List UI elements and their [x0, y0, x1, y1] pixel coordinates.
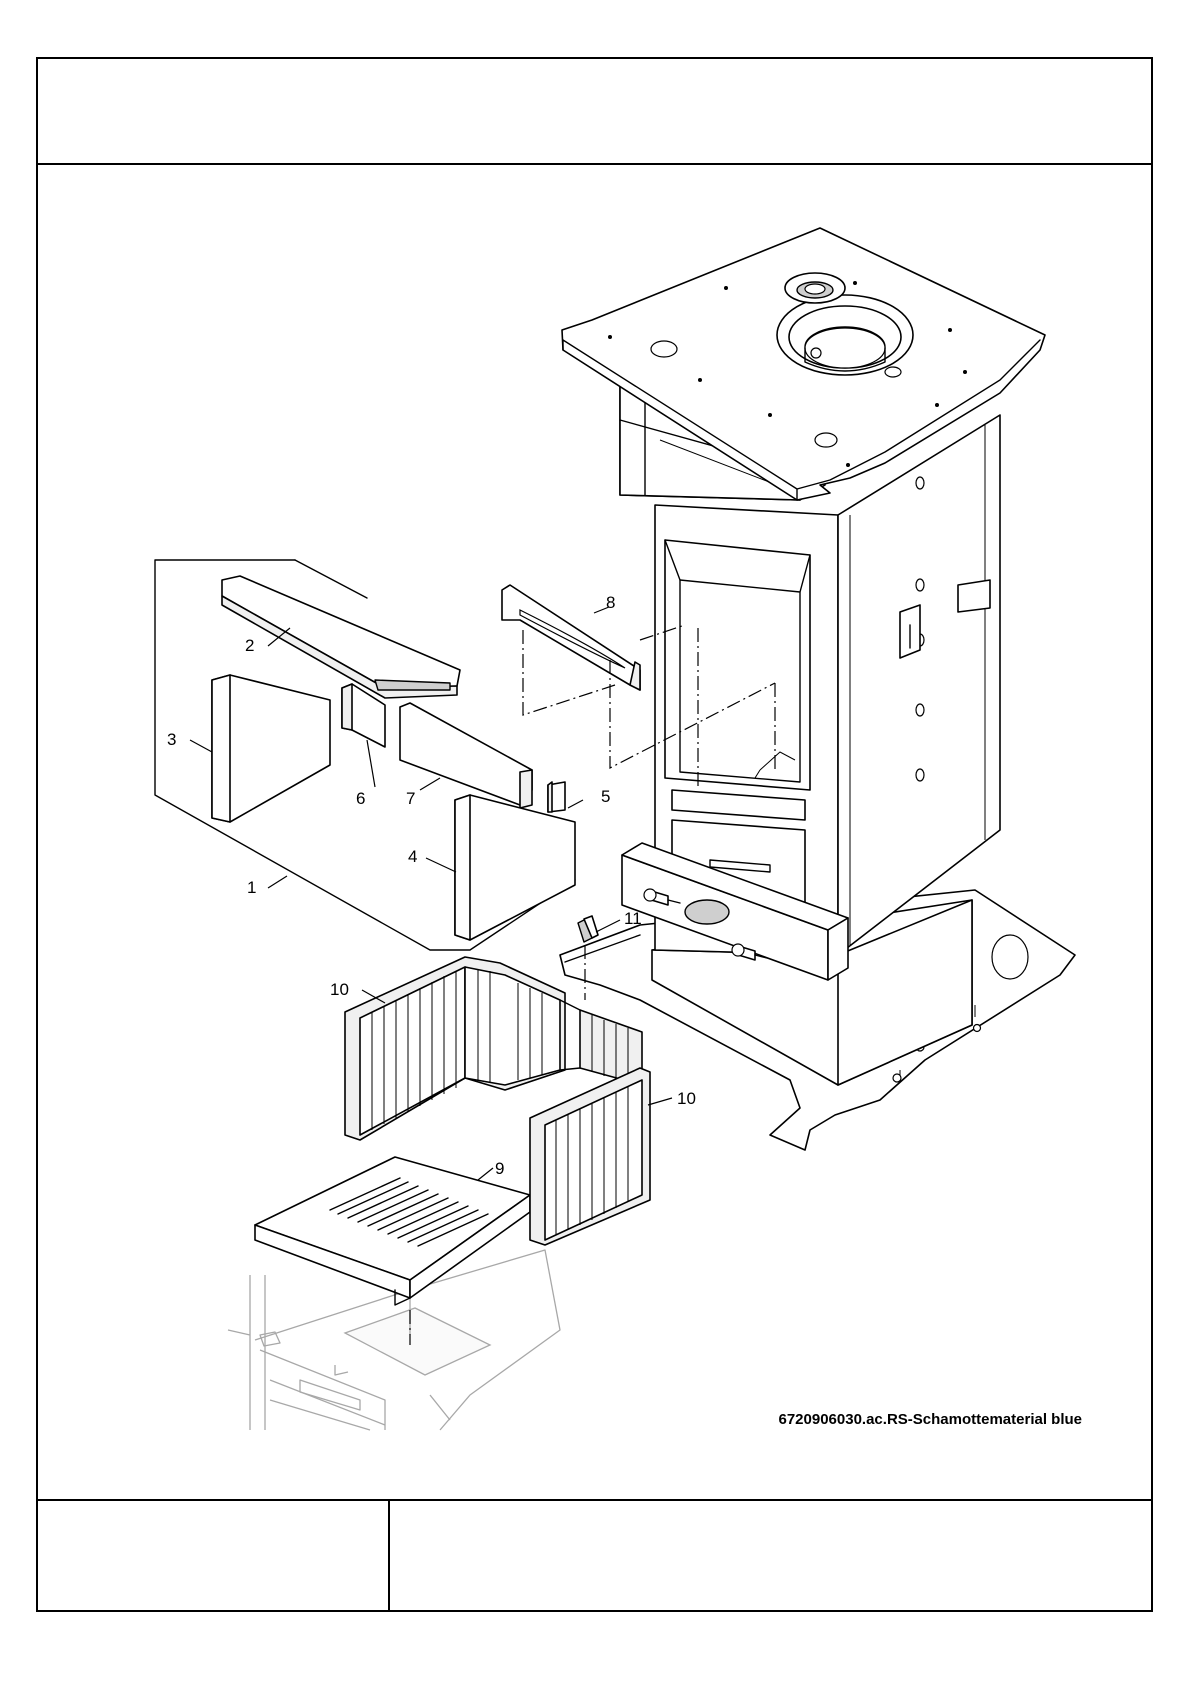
callout-8: 8 [606, 593, 615, 612]
callout-7: 7 [406, 789, 415, 808]
callout-4: 4 [408, 847, 417, 866]
part-4-right-side-brick [455, 795, 575, 940]
callout-9: 9 [495, 1159, 504, 1178]
callout-3: 3 [167, 730, 176, 749]
part-11-retaining-clip [578, 916, 598, 942]
part-5-small-insert [548, 782, 565, 812]
callout-2: 2 [245, 636, 254, 655]
part-2-top-baffle [222, 576, 460, 698]
callout-5: 5 [601, 787, 610, 806]
callout-11: 11 [624, 909, 642, 928]
callout-6: 6 [356, 789, 365, 808]
callout-1: 1 [247, 878, 256, 897]
drawing-reference-code: 6720906030.ac.RS-Schamottematerial blue [779, 1411, 1083, 1428]
part-7-rear-brick [400, 703, 532, 808]
part-10-side-wall-right [530, 1068, 650, 1245]
part-3-left-side-brick [212, 675, 330, 822]
callout-10-left: 10 [330, 980, 349, 999]
callout-10-right: 10 [677, 1089, 696, 1108]
part-9-base-plate [255, 1157, 530, 1305]
